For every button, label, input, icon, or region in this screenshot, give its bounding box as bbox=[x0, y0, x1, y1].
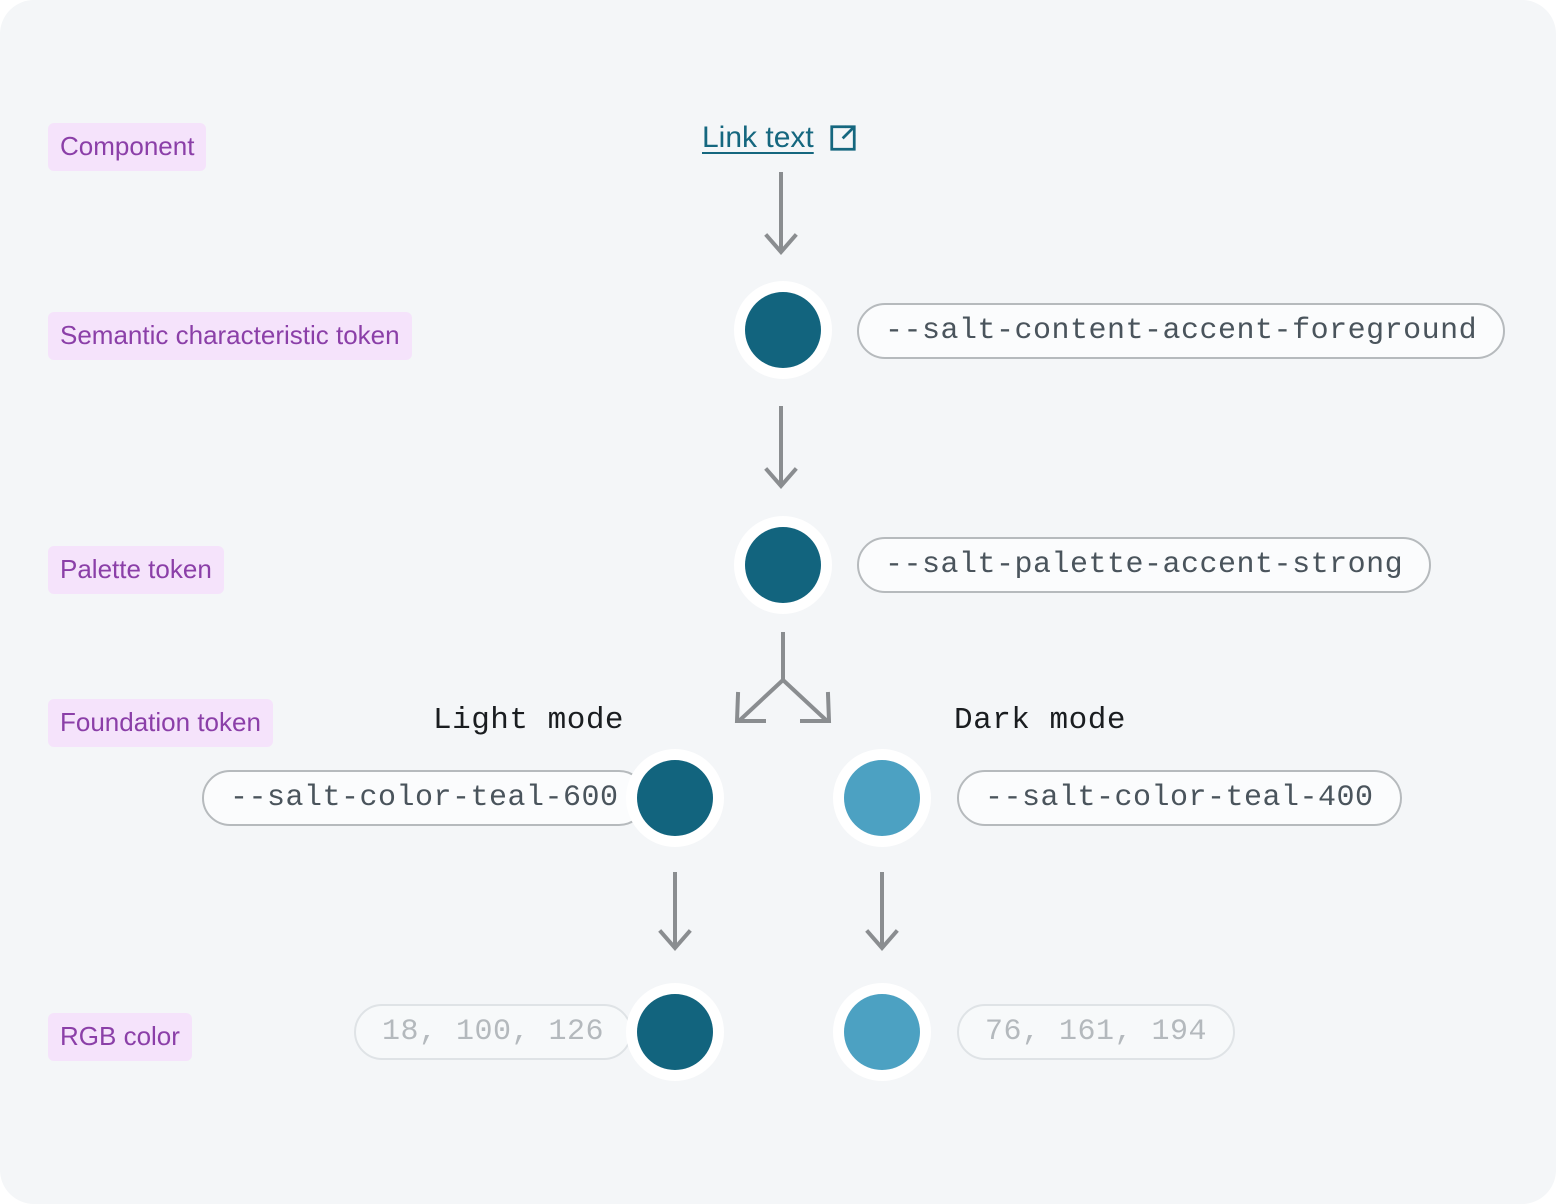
swatch-foundation-dark bbox=[833, 749, 931, 847]
swatch-palette bbox=[734, 516, 832, 614]
row-label-semantic-characteristic-token: Semantic characteristic token bbox=[48, 312, 412, 360]
row-label-rgb-color: RGB color bbox=[48, 1013, 192, 1061]
swatch-foundation-light bbox=[626, 749, 724, 847]
swatch-rgb-light bbox=[626, 983, 724, 1081]
row-label-component: Component bbox=[48, 123, 207, 171]
component-link[interactable]: Link text bbox=[702, 121, 858, 155]
row-label-palette-token: Palette token bbox=[48, 546, 224, 594]
swatch-dot bbox=[844, 994, 920, 1070]
swatch-rgb-dark bbox=[833, 983, 931, 1081]
arrow-foundation-light-to-rgb bbox=[652, 872, 698, 963]
external-link-icon bbox=[828, 123, 858, 153]
token-pill-semantic: --salt-content-accent-foreground bbox=[857, 303, 1506, 359]
token-pill-palette: --salt-palette-accent-strong bbox=[857, 537, 1432, 593]
arrow-foundation-dark-to-rgb bbox=[859, 872, 905, 963]
caption-light-mode: Light mode bbox=[433, 703, 625, 738]
swatch-dot bbox=[637, 994, 713, 1070]
swatch-dot bbox=[844, 760, 920, 836]
row-label-foundation-token: Foundation token bbox=[48, 699, 273, 747]
token-pill-foundation-light: --salt-color-teal-600 bbox=[202, 770, 647, 826]
arrow-component-to-semantic bbox=[758, 172, 804, 267]
rgb-pill-light: 18, 100, 126 bbox=[354, 1004, 633, 1060]
swatch-dot bbox=[745, 527, 821, 603]
arrow-branch-palette-to-foundation bbox=[718, 632, 848, 737]
token-pill-foundation-dark: --salt-color-teal-400 bbox=[957, 770, 1402, 826]
link-text-label[interactable]: Link text bbox=[702, 121, 814, 154]
caption-dark-mode: Dark mode bbox=[954, 703, 1126, 738]
swatch-semantic bbox=[734, 281, 832, 379]
swatch-dot bbox=[637, 760, 713, 836]
arrow-semantic-to-palette bbox=[758, 406, 804, 501]
rgb-pill-dark: 76, 161, 194 bbox=[957, 1004, 1236, 1060]
swatch-dot bbox=[745, 292, 821, 368]
